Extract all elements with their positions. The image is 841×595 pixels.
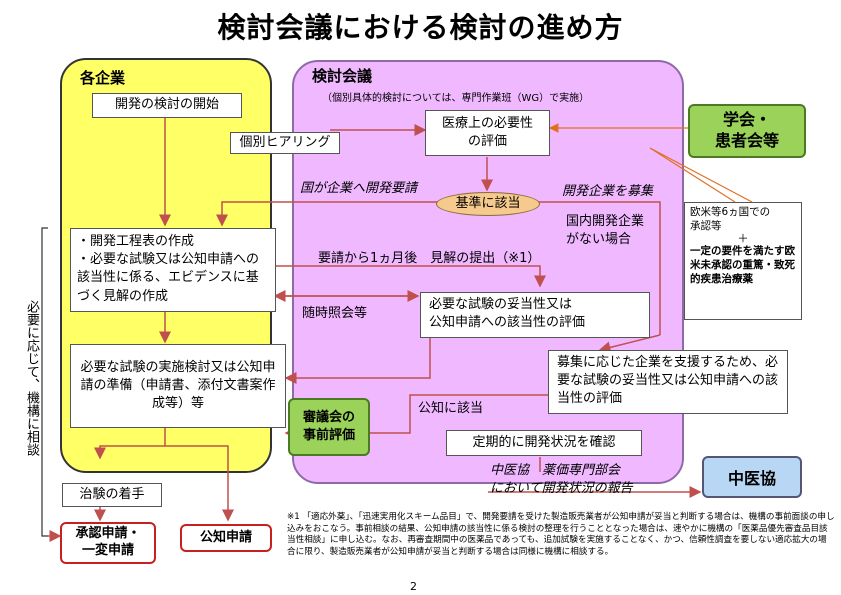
company-heading: 各企業 bbox=[80, 69, 126, 87]
support-eval-box: 募集に応じた企業を支援するため、必要な試験の妥当性又は公知申請への該当性の評価 bbox=[548, 350, 788, 414]
request-dev-label: 国が企業へ開発要請 bbox=[300, 181, 418, 196]
approval-box: 承認申請・ 一変申請 bbox=[60, 522, 156, 564]
schedule-box: ・開発工程表の作成 ・必要な試験又は公知申請への該当性に係る、エビデンスに基づく… bbox=[70, 228, 276, 312]
recruit-label: 開発企業を募集 bbox=[562, 184, 654, 199]
inquiry-label: 随時照会等 bbox=[302, 306, 368, 321]
page-number: 2 bbox=[410, 580, 417, 593]
no-company-label: 国内開発企業 がない場合 bbox=[566, 214, 645, 248]
academia-box: 学会・ 患者会等 bbox=[688, 104, 806, 158]
footnote: ※1 「適応外薬」、「迅速実用化スキーム品目」で、開発要請を受けた製造販売業者が… bbox=[287, 512, 835, 557]
criteria-note-1: 欧米等6ヵ国での 承認等 bbox=[690, 206, 771, 232]
validity-eval-box: 必要な試験の妥当性又は 公知申請への該当性の評価 bbox=[420, 292, 650, 338]
periodic-check-box: 定期的に開発状況を確認 bbox=[446, 430, 642, 456]
criteria-badge: 基準に該当 bbox=[436, 192, 540, 216]
criteria-note-box: 欧米等6ヵ国での 承認等 ＋ 一定の要件を満たす欧米未承認の重篤・致死的疾患治療… bbox=[684, 202, 802, 320]
criteria-note-plus: ＋ bbox=[737, 232, 749, 246]
criteria-note-2: 一定の要件を満たす欧米未承認の重篤・致死的疾患治療薬 bbox=[690, 245, 795, 285]
page-title: 検討会議における検討の進め方 bbox=[217, 11, 624, 44]
one-month-label: 要請から1ヵ月後 見解の提出（※1） bbox=[318, 251, 541, 266]
council-heading: 検討会議 bbox=[312, 67, 373, 85]
review-box: 審議会の 事前評価 bbox=[288, 398, 370, 456]
start-dev-box: 開発の検討の開始 bbox=[92, 93, 242, 118]
chuikyo-box: 中医協 bbox=[702, 456, 802, 498]
council-subheading: （個別具体的検討については、専門作業班（WG）で実施） bbox=[322, 93, 590, 104]
prep-box: 必要な試験の実施検討又は公知申請の準備（申請書、添付文書案作成等）等 bbox=[70, 344, 286, 428]
public-match-label: 公知に該当 bbox=[418, 401, 484, 416]
public-app-box: 公知申請 bbox=[180, 524, 272, 552]
medical-need-box: 医療上の必要性 の評価 bbox=[425, 110, 550, 156]
hearing-box: 個別ヒアリング bbox=[230, 132, 340, 154]
side-label: 必要に応じて、機構に相談 bbox=[24, 300, 39, 456]
report-label: 中医協 薬価専門部会 において開発状況の報告 bbox=[490, 463, 633, 497]
trial-start-box: 治験の着手 bbox=[62, 483, 162, 507]
